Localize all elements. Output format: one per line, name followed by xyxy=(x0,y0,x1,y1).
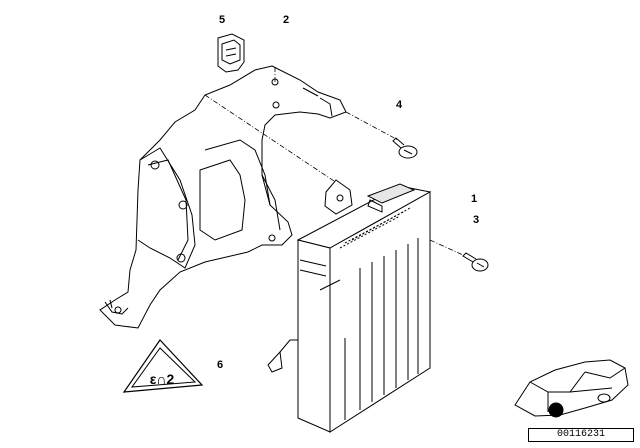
svg-text:ε∩2: ε∩2 xyxy=(150,371,175,387)
callout-5: 5 xyxy=(219,14,226,26)
screw-3 xyxy=(462,252,489,272)
assembly-lines xyxy=(204,66,464,256)
screw-4 xyxy=(392,137,418,159)
car-thumbnail xyxy=(514,359,629,418)
diagram-reference-code: 00116231 xyxy=(528,428,634,442)
clip-nut xyxy=(217,33,245,73)
callout-6: 6 xyxy=(217,359,224,371)
mounting-bracket xyxy=(99,65,347,329)
control-unit xyxy=(267,179,432,433)
callout-1: 1 xyxy=(471,193,478,205)
callout-3: 3 xyxy=(473,214,480,226)
warning-triangle-label: ε∩2 xyxy=(122,339,204,393)
callout-4: 4 xyxy=(396,99,403,111)
callout-2: 2 xyxy=(283,14,290,26)
